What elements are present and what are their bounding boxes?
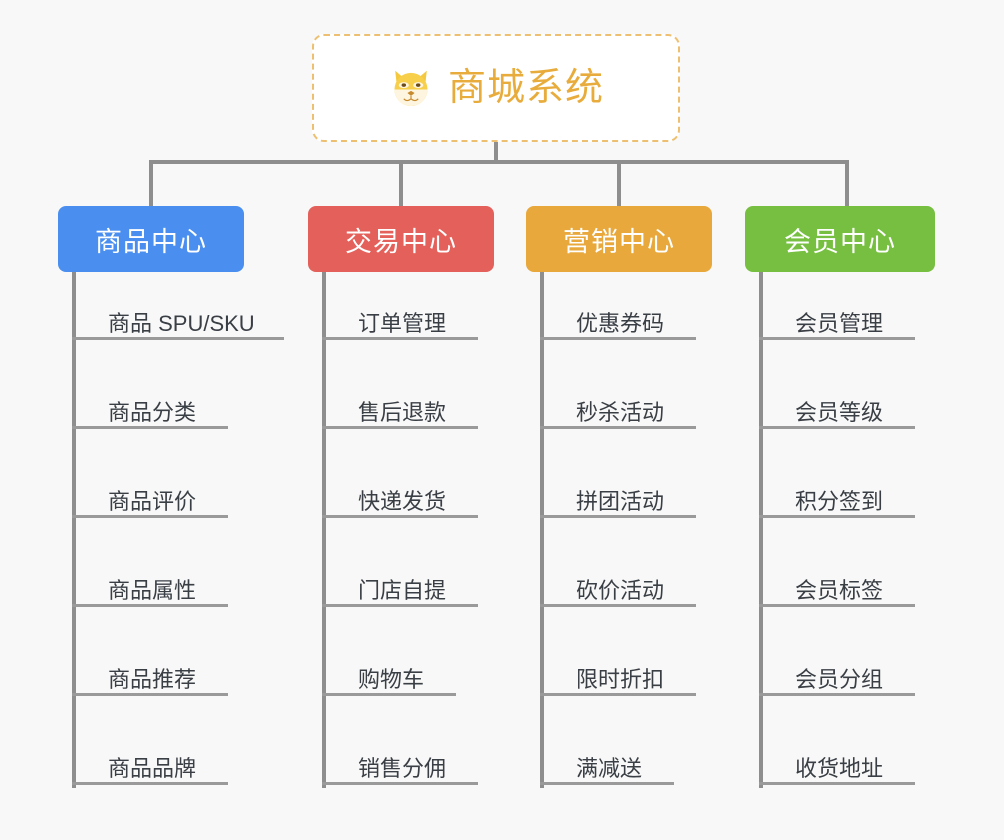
item-label: 优惠券码 <box>576 311 665 336</box>
item-label: 积分签到 <box>795 489 884 514</box>
category-column-4: 会员中心会员管理会员等级积分签到会员标签会员分组收货地址 <box>745 206 935 788</box>
item-underline <box>759 604 915 607</box>
item-underline <box>322 515 478 518</box>
category-column-3: 营销中心优惠券码秒杀活动拼团活动砍价活动限时折扣满减送 <box>526 206 712 788</box>
category-header-label: 商品中心 <box>95 226 207 257</box>
item-label: 拼团活动 <box>576 489 665 514</box>
root-title: 商城系统 <box>447 67 604 109</box>
item-label: 购物车 <box>358 667 425 692</box>
drop-connector-4 <box>845 160 849 206</box>
item-label: 订单管理 <box>358 311 447 336</box>
category-branch-line-1 <box>72 272 76 788</box>
item-label: 满减送 <box>576 756 643 781</box>
item-label: 收货地址 <box>795 756 884 781</box>
drop-connector-2 <box>399 160 403 206</box>
item-underline <box>322 604 478 607</box>
root-stem-connector <box>494 142 498 164</box>
category-branch-line-4 <box>759 272 763 788</box>
item-underline <box>72 693 228 696</box>
item-underline <box>72 426 228 429</box>
item-label: 会员等级 <box>795 400 884 425</box>
item-label: 商品 SPU/SKU <box>108 311 255 336</box>
item-label: 限时折扣 <box>576 667 665 692</box>
category-header-label: 会员中心 <box>784 226 896 257</box>
item-underline <box>540 337 696 340</box>
item-underline <box>72 337 284 340</box>
item-underline <box>72 782 228 785</box>
category-header-3[interactable]: 营销中心 <box>526 206 712 272</box>
item-underline <box>322 337 478 340</box>
item-underline <box>759 782 915 785</box>
category-header-2[interactable]: 交易中心 <box>308 206 494 272</box>
item-underline <box>540 782 674 785</box>
item-underline <box>759 693 915 696</box>
horizontal-bus-connector <box>149 160 849 164</box>
item-label: 商品分类 <box>108 400 197 425</box>
shiba-dog-face-icon <box>388 65 434 111</box>
item-label: 会员管理 <box>795 311 884 336</box>
item-label: 商品属性 <box>108 578 197 603</box>
category-branch-line-2 <box>322 272 326 788</box>
item-underline <box>759 337 915 340</box>
drop-connector-3 <box>617 160 621 206</box>
item-label: 售后退款 <box>358 400 447 425</box>
category-header-label: 营销中心 <box>563 226 675 257</box>
item-label: 砍价活动 <box>576 578 665 603</box>
category-header-1[interactable]: 商品中心 <box>58 206 244 272</box>
item-underline <box>759 426 915 429</box>
item-underline <box>322 426 478 429</box>
category-column-1: 商品中心商品 SPU/SKU 商品分类商品评价商品属性商品推荐商品品牌 <box>58 206 284 788</box>
item-label: 会员标签 <box>795 578 884 603</box>
item-underline <box>72 604 228 607</box>
root-node[interactable]: 商城系统 <box>312 34 680 142</box>
item-underline <box>540 426 696 429</box>
item-label: 会员分组 <box>795 667 884 692</box>
item-label: 商品推荐 <box>108 667 197 692</box>
item-underline <box>72 515 228 518</box>
category-header-4[interactable]: 会员中心 <box>745 206 935 272</box>
item-underline <box>759 515 915 518</box>
item-underline <box>322 782 478 785</box>
item-label: 门店自提 <box>358 578 447 603</box>
item-underline <box>540 515 696 518</box>
item-label: 销售分佣 <box>358 756 447 781</box>
item-label: 快递发货 <box>358 489 447 514</box>
category-branch-line-3 <box>540 272 544 788</box>
item-label: 商品品牌 <box>108 756 197 781</box>
item-underline <box>322 693 456 696</box>
drop-connector-1 <box>149 160 153 206</box>
item-underline <box>540 604 696 607</box>
category-header-label: 交易中心 <box>345 226 457 257</box>
item-label: 秒杀活动 <box>576 400 665 425</box>
item-label: 商品评价 <box>108 489 197 514</box>
category-column-2: 交易中心订单管理售后退款快递发货门店自提购物车销售分佣 <box>308 206 494 788</box>
item-underline <box>540 693 696 696</box>
